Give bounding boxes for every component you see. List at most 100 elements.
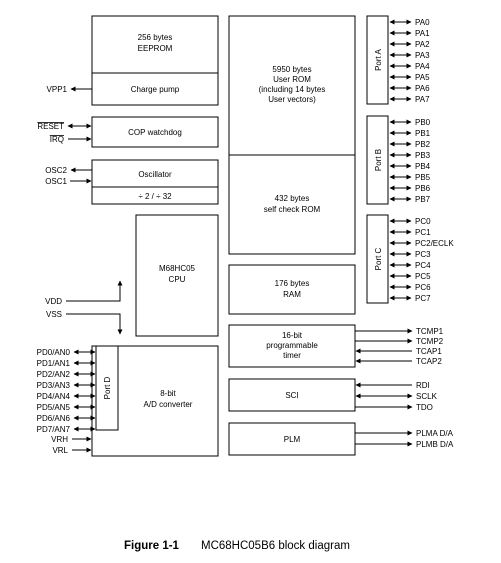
port-b-pin-label: PB4	[415, 162, 431, 171]
timer-line-3: timer	[283, 351, 301, 360]
port-d-pin-label: PD0/AN0	[37, 348, 71, 357]
charge-pump-label: Charge pump	[131, 85, 180, 94]
port-d-pin-label: PD6/AN6	[37, 414, 71, 423]
ram-line-2: RAM	[283, 290, 301, 299]
port-c-pin-label: PC2/ECLK	[415, 239, 454, 248]
rom-block: 5950 bytes User ROM (including 14 bytes …	[228, 15, 356, 255]
user-rom-line-2: User ROM	[273, 75, 311, 84]
port-d-pin-label: PD3/AN3	[37, 381, 71, 390]
sci-label: SCI	[285, 391, 298, 400]
eeprom-line-1: 256 bytes	[138, 33, 173, 42]
port-a-pin-label: PA6	[415, 84, 430, 93]
self-check-rom-line-1: 432 bytes	[275, 194, 310, 203]
adc-line-1: 8-bit	[160, 389, 176, 398]
reset-label: RESET	[37, 122, 64, 131]
port-b-pin-label: PB6	[415, 184, 431, 193]
power-signals: VDD VSS	[45, 280, 123, 335]
port-b-label: Port B	[374, 149, 383, 171]
port-b-pin-label: PB2	[415, 140, 431, 149]
figure-caption: Figure 1-1 MC68HC05B6 block diagram	[124, 540, 350, 552]
port-c-pin-label: PC0	[415, 217, 431, 226]
cop-watchdog-block: COP watchdog	[91, 116, 219, 148]
port-a-pin-label: PA7	[415, 95, 430, 104]
port-c-pin-label: PC6	[415, 283, 431, 292]
rdi-label: RDI	[416, 381, 430, 390]
vrl-label: VRL	[52, 446, 68, 455]
cpu-block: M68HC05 CPU	[135, 214, 219, 337]
plma-label: PLMA D/A	[416, 429, 454, 438]
oscillator-block: Oscillator ÷ 2 / ÷ 32	[91, 159, 219, 205]
port-a-pin-label: PA2	[415, 40, 430, 49]
plmb-label: PLMB D/A	[416, 440, 454, 449]
user-rom-line-1: 5950 bytes	[272, 65, 311, 74]
vpp1-signal: VPP1	[47, 85, 92, 94]
tcap1-label: TCAP1	[416, 347, 442, 356]
tcmp1-label: TCMP1	[416, 327, 444, 336]
sclk-label: SCLK	[416, 392, 438, 401]
port-b-pin-label: PB7	[415, 195, 431, 204]
osc-signals: OSC2 OSC1	[45, 166, 92, 186]
eeprom-line-2: EEPROM	[138, 44, 173, 53]
reset-irq-signals: RESET IRQ	[37, 122, 92, 144]
cpu-line-1: M68HC05	[159, 264, 196, 273]
port-d-label: Port D	[103, 376, 112, 399]
plm-block: PLM	[228, 422, 356, 456]
irq-label: IRQ	[50, 135, 64, 144]
sci-block: SCI	[228, 378, 356, 412]
adc-block: Port D 8-bit A/D converter	[91, 345, 219, 457]
adc-line-2: A/D converter	[144, 400, 193, 409]
port-d-pin-label: PD4/AN4	[37, 392, 71, 401]
tdo-label: TDO	[416, 403, 433, 412]
port-d-pin-label: PD7/AN7	[37, 425, 71, 434]
port-b-block: Port B	[366, 115, 389, 205]
port-a-block: Port A	[366, 15, 389, 105]
ram-block: 176 bytes RAM	[228, 264, 356, 315]
plm-label: PLM	[284, 435, 301, 444]
vdd-label: VDD	[45, 297, 62, 306]
vref-signals: VRH VRL	[51, 435, 92, 455]
vpp1-label: VPP1	[47, 85, 68, 94]
divider-label: ÷ 2 / ÷ 32	[138, 192, 172, 201]
port-b-pin-label: PB0	[415, 118, 431, 127]
port-a-pin-label: PA4	[415, 62, 430, 71]
port-b-pin-label: PB1	[415, 129, 431, 138]
oscillator-label: Oscillator	[138, 170, 172, 179]
port-b-pin-label: PB3	[415, 151, 431, 160]
tcap2-label: TCAP2	[416, 357, 442, 366]
osc1-label: OSC1	[45, 177, 67, 186]
ram-line-1: 176 bytes	[275, 279, 310, 288]
tcmp2-label: TCMP2	[416, 337, 444, 346]
port-c-pin-label: PC1	[415, 228, 431, 237]
user-rom-line-3: (including 14 bytes	[259, 85, 326, 94]
timer-line-1: 16-bit	[282, 331, 303, 340]
vss-label: VSS	[46, 310, 62, 319]
figure-number: Figure 1-1	[124, 540, 180, 552]
timer-line-2: programmable	[266, 341, 318, 350]
port-d-pins: PD0/AN0PD1/AN1PD2/AN2PD3/AN3PD4/AN4PD5/A…	[37, 348, 96, 434]
port-b-pin-label: PB5	[415, 173, 431, 182]
cpu-line-2: CPU	[169, 275, 186, 284]
timer-block: 16-bit programmable timer	[228, 324, 356, 368]
eeprom-charge-pump-block: 256 bytes EEPROM Charge pump	[91, 15, 219, 106]
port-a-pin-label: PA5	[415, 73, 430, 82]
cop-label: COP watchdog	[128, 128, 182, 137]
osc2-label: OSC2	[45, 166, 67, 175]
port-a-pin-label: PA3	[415, 51, 430, 60]
port-c-pin-label: PC5	[415, 272, 431, 281]
port-c-pin-label: PC7	[415, 294, 431, 303]
port-d-pin-label: PD2/AN2	[37, 370, 71, 379]
plm-signals: PLMA D/A PLMB D/A	[355, 429, 454, 449]
port-a-pin-label: PA0	[415, 18, 430, 27]
timer-signals: TCMP1 TCMP2 TCAP1 TCAP2	[355, 327, 444, 366]
figure-title: MC68HC05B6 block diagram	[201, 540, 350, 552]
port-d-pin-label: PD1/AN1	[37, 359, 71, 368]
port-c-label: Port C	[374, 247, 383, 270]
user-rom-line-4: User vectors)	[268, 95, 316, 104]
port-c-block: Port C	[366, 214, 389, 304]
vrh-label: VRH	[51, 435, 68, 444]
port-c-pin-label: PC3	[415, 250, 431, 259]
port-c-pin-label: PC4	[415, 261, 431, 270]
